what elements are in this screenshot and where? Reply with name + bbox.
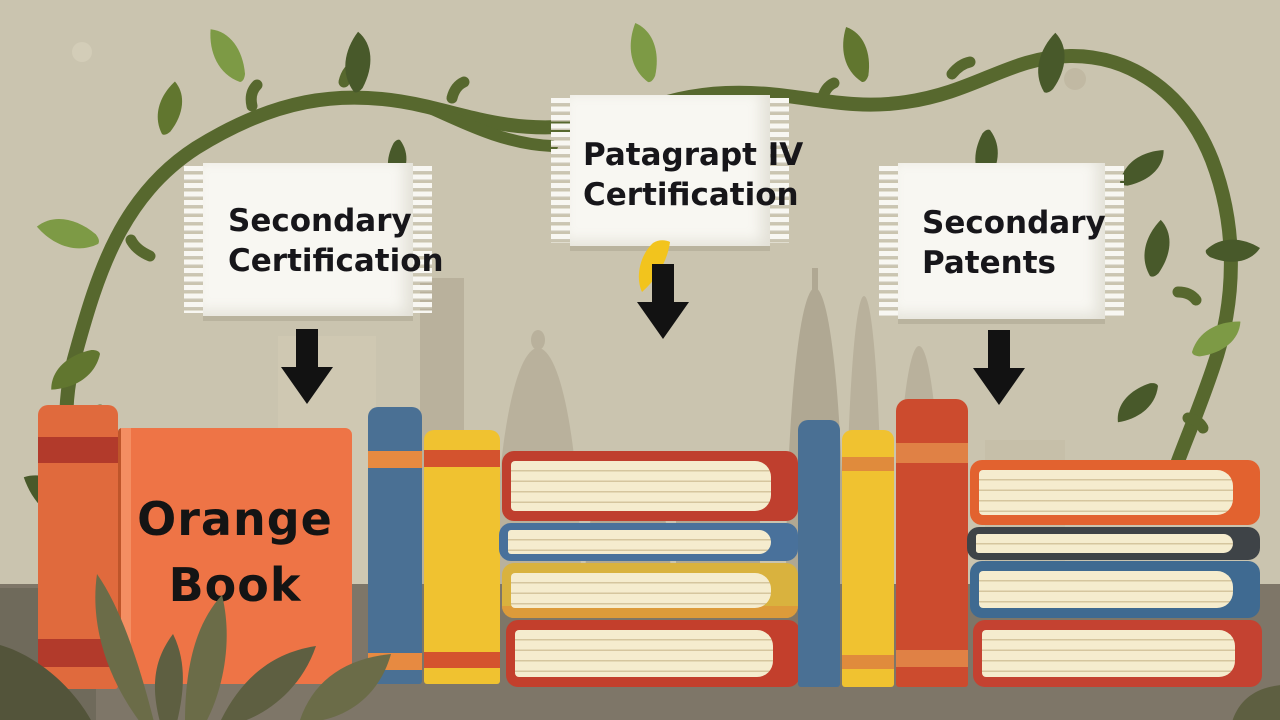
spine-band <box>38 639 118 667</box>
spine-band <box>842 457 894 471</box>
book-pages <box>511 573 771 608</box>
arrow-shaft <box>652 264 674 302</box>
stamp-perforation <box>184 166 205 313</box>
book-pages <box>979 571 1233 608</box>
label-secondary-certification: Secondary Certification <box>184 163 444 316</box>
book-spine-yellow <box>842 430 894 687</box>
label-text: Secondary Certification <box>228 203 444 279</box>
book-spine-yellow <box>424 430 500 684</box>
arrow-head <box>281 367 333 404</box>
spine-band <box>368 653 422 670</box>
stacked-book <box>970 460 1260 525</box>
book-pages <box>982 630 1235 677</box>
arrow-head <box>637 302 689 339</box>
arrow-shaft <box>988 330 1010 368</box>
spine-band <box>896 443 968 463</box>
book-pages <box>976 534 1233 553</box>
stacked-book <box>502 451 798 521</box>
label-secondary-patents: Secondary Patents <box>879 163 1124 319</box>
label-text: Secondary Patents <box>922 205 1106 281</box>
orange-book-title: Orange Book <box>137 492 333 612</box>
background-dot <box>1064 68 1086 90</box>
tower-spike <box>812 268 818 290</box>
spine-band <box>424 652 500 668</box>
spine-band <box>424 450 500 467</box>
stacked-book <box>499 523 798 561</box>
book-pages <box>515 630 773 677</box>
orange-book: Orange Book <box>118 428 352 684</box>
stacked-book <box>973 620 1262 687</box>
stacked-book <box>970 561 1260 618</box>
stamp-perforation <box>1103 166 1124 316</box>
stamp-perforation <box>879 166 900 316</box>
spine-band <box>896 650 968 667</box>
down-arrow-icon <box>637 264 689 339</box>
stamp-perforation <box>551 98 572 243</box>
book-pages <box>508 530 771 554</box>
dome-finial <box>531 330 545 350</box>
background-dot <box>72 42 92 62</box>
book-pages <box>979 470 1233 515</box>
book-spine-blue <box>798 420 840 687</box>
book-spine-red <box>896 399 968 687</box>
arrow-shaft <box>296 329 318 367</box>
down-arrow-icon <box>281 329 333 404</box>
orange-back-spine <box>38 405 118 689</box>
spine-band <box>842 655 894 669</box>
stacked-book <box>502 563 798 618</box>
book-pages <box>511 461 771 511</box>
label-text: Patagrapt IV Certification <box>583 137 804 213</box>
label-paragraph-iv-certification: Patagrapt IV Certification <box>551 95 803 246</box>
down-arrow-icon <box>973 330 1025 405</box>
stacked-book <box>506 620 800 687</box>
spine-band <box>368 451 422 468</box>
stacked-book <box>967 527 1260 560</box>
spine-band <box>38 437 118 463</box>
arrow-head <box>973 368 1025 405</box>
book-spine-blue <box>368 407 422 684</box>
book-cover-bottom <box>502 606 798 618</box>
